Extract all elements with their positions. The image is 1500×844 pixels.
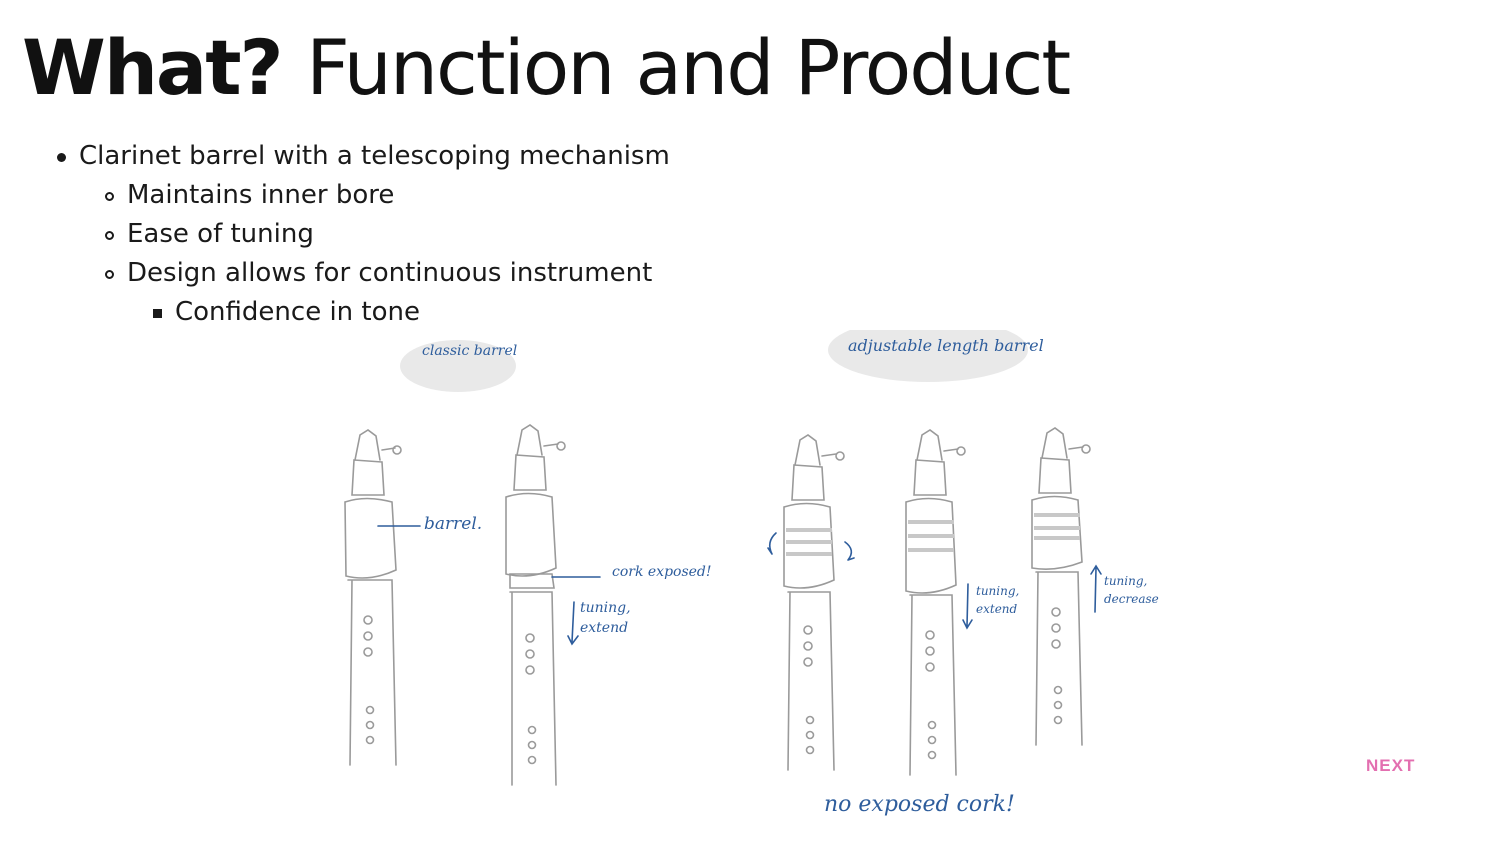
title-bold: What?: [22, 23, 284, 112]
slide-title: What? Function and Product: [22, 22, 1071, 114]
bullet-circle-icon: [105, 270, 114, 279]
note-tuning-decrease: tuning, decrease: [1104, 574, 1159, 606]
note-no-exposed-cork: no exposed cork!: [824, 792, 1015, 817]
clarinet-sketch: classic barrel adjustable length barrel …: [300, 330, 1200, 840]
bullet-l2b: Ease of tuning: [127, 219, 314, 249]
label-adjustable-barrel: adjustable length barrel: [848, 336, 1044, 355]
bullet-l2c: Design allows for continuous instrument: [127, 258, 653, 288]
bullet-dot-icon: [57, 153, 66, 162]
bullet-l3: Confidence in tone: [175, 297, 420, 327]
label-classic-barrel: classic barrel: [422, 343, 518, 359]
clarinet-drawing: [344, 330, 1102, 786]
note-tuning-extend-2: tuning, extend: [976, 584, 1020, 616]
bullet-l1: Clarinet barrel with a telescoping mecha…: [79, 141, 670, 171]
note-tuning-extend-1: tuning, extend: [580, 600, 631, 636]
bullet-circle-icon: [105, 192, 114, 201]
bullet-square-icon: [153, 309, 162, 318]
note-barrel: barrel.: [424, 514, 483, 534]
note-cork-exposed: cork exposed!: [612, 564, 712, 580]
next-button[interactable]: NEXT: [1366, 756, 1416, 775]
bullet-circle-icon: [105, 231, 114, 240]
title-rest: Function and Product: [306, 23, 1071, 112]
bullet-l2a: Maintains inner bore: [127, 180, 395, 210]
